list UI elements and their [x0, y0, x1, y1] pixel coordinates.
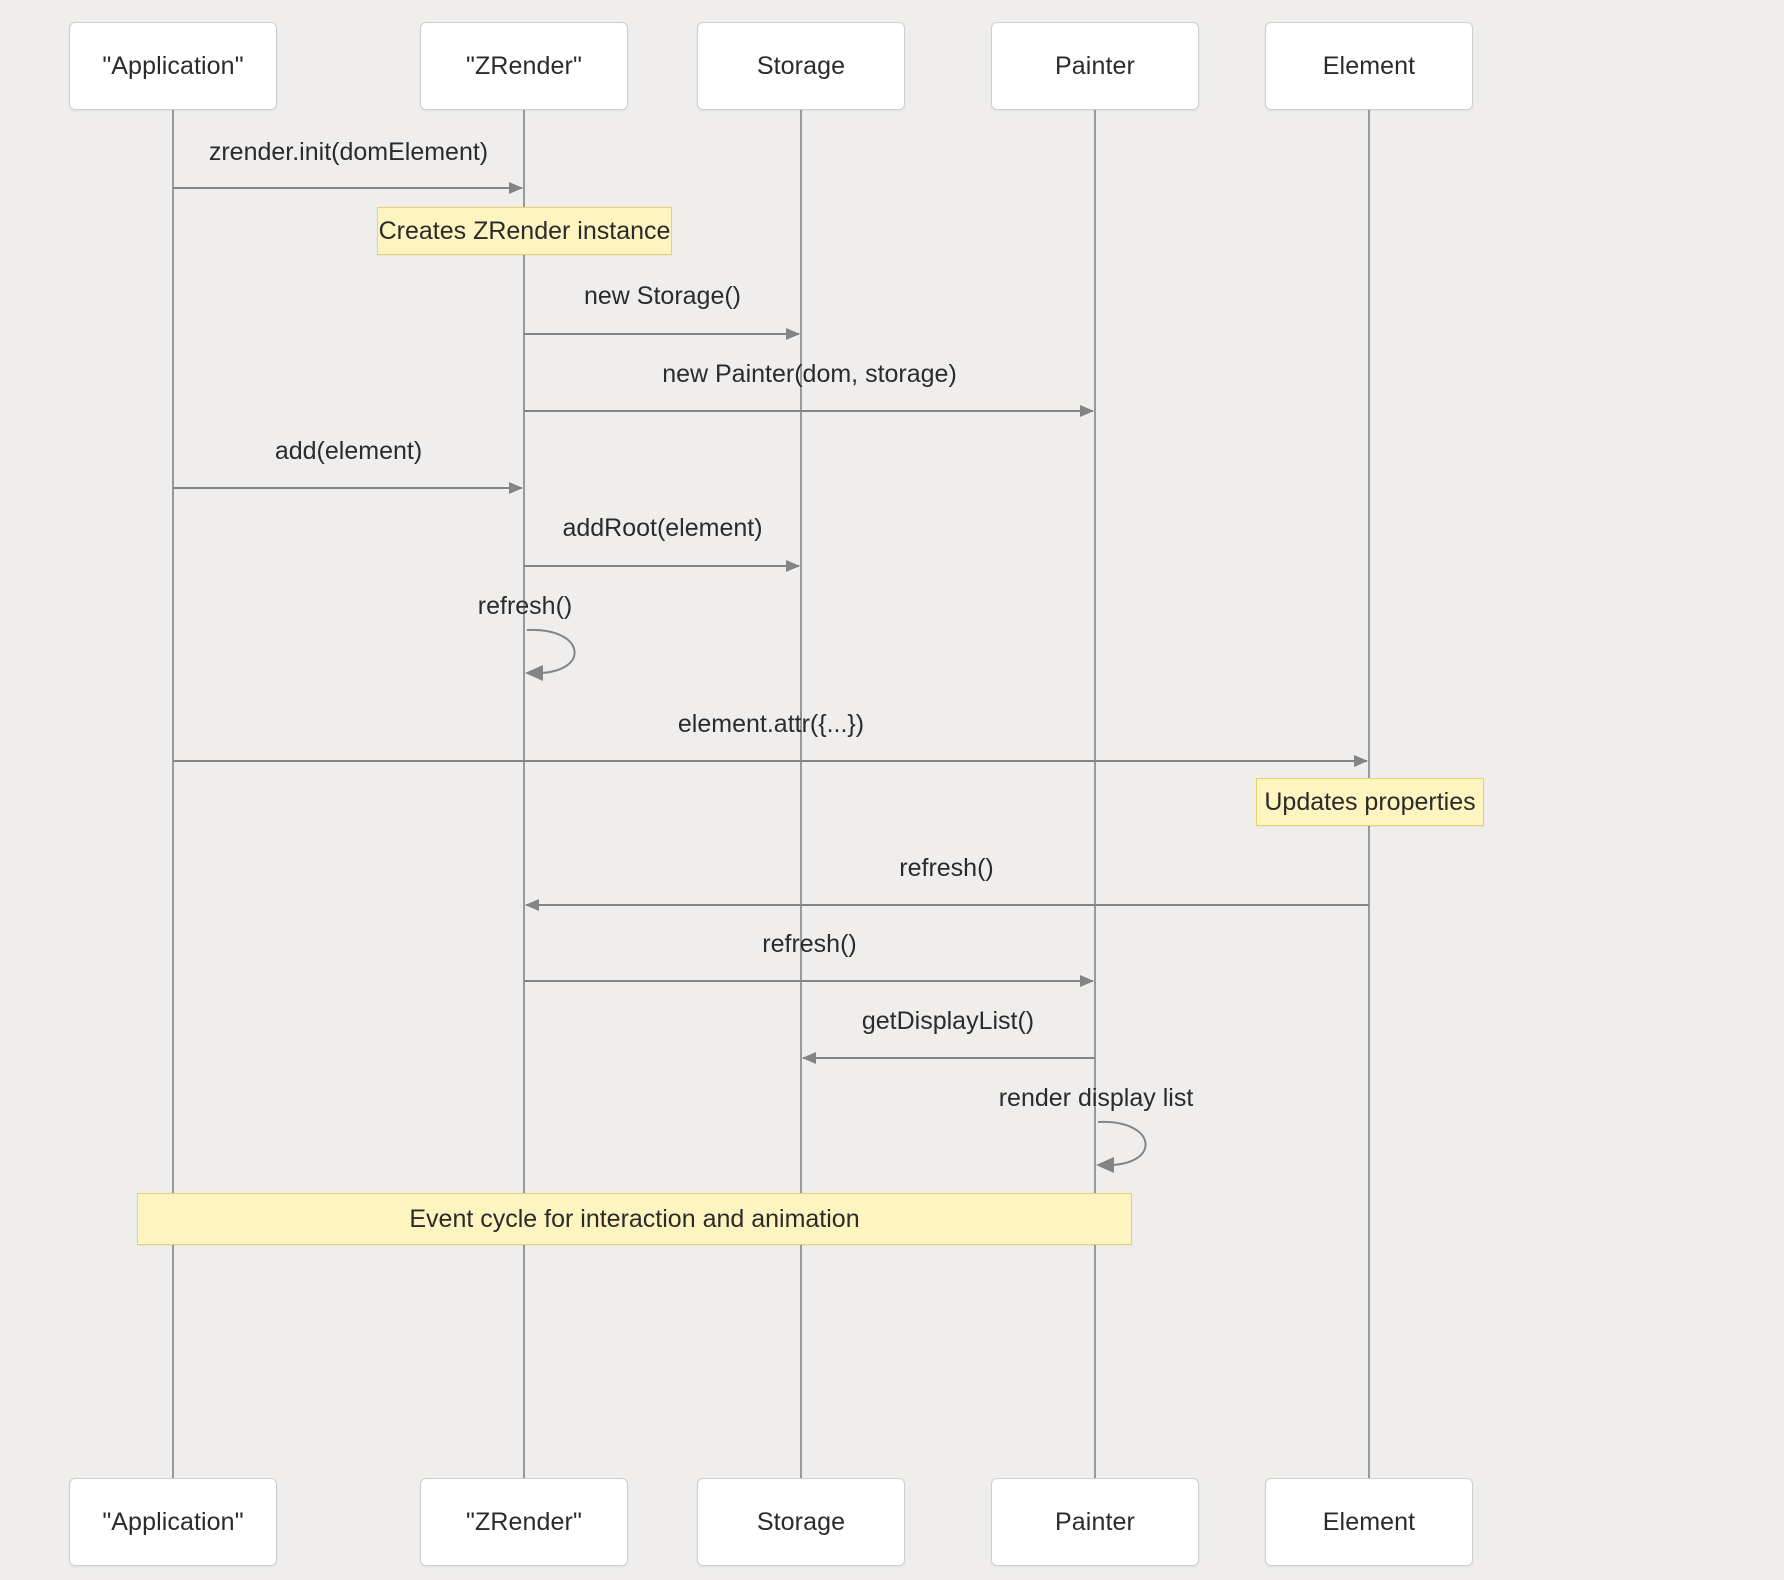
- participant-box-painter-header[interactable]: Painter: [991, 22, 1199, 110]
- participant-label-element: Element: [1322, 51, 1416, 80]
- participant-label-application: "Application": [102, 1507, 244, 1536]
- message-label-m8: refresh(): [899, 854, 994, 882]
- participant-label-application: "Application": [102, 51, 244, 80]
- message-label-m2: new Storage(): [583, 282, 742, 310]
- lifelines-group: [172, 110, 1370, 1478]
- participant-label-zrender: "ZRender": [466, 51, 582, 80]
- participant-box-element-footer[interactable]: Element: [1265, 1478, 1473, 1566]
- arrowhead: [525, 665, 543, 681]
- participant-box-element-header[interactable]: Element: [1265, 22, 1473, 110]
- participant-label-painter: Painter: [1055, 51, 1135, 80]
- arrowhead: [1096, 1157, 1114, 1173]
- participant-box-storage-header[interactable]: Storage: [697, 22, 905, 110]
- participant-box-application-footer[interactable]: "Application": [69, 1478, 277, 1566]
- message-label-m3: new Painter(dom, storage): [662, 360, 957, 388]
- self-message-m11: [1096, 1120, 1147, 1173]
- message-label-m6: refresh(): [477, 592, 573, 620]
- participant-box-zrender-header[interactable]: "ZRender": [420, 22, 628, 110]
- self-loop-path: [1097, 1120, 1147, 1167]
- note-n2: Updates properties: [1256, 778, 1484, 826]
- message-label-m5: addRoot(element): [562, 514, 763, 542]
- participant-box-storage-footer[interactable]: Storage: [697, 1478, 905, 1566]
- participant-box-painter-footer[interactable]: Painter: [991, 1478, 1199, 1566]
- message-label-m1: zrender.init(domElement): [208, 138, 489, 166]
- participant-label-storage: Storage: [756, 51, 846, 80]
- note-n1: Creates ZRender instance: [377, 207, 672, 255]
- message-label-m10: getDisplayList(): [861, 1007, 1035, 1035]
- message-label-m9: refresh(): [762, 930, 857, 958]
- participant-label-zrender: "ZRender": [466, 1507, 582, 1536]
- message-arrows-group: [173, 182, 1369, 1173]
- note-label-n3: Event cycle for interaction and animatio…: [409, 1204, 860, 1233]
- participant-label-storage: Storage: [756, 1507, 846, 1536]
- note-label-n1: Creates ZRender instance: [378, 216, 671, 245]
- note-n3: Event cycle for interaction and animatio…: [137, 1193, 1132, 1245]
- message-label-m4: add(element): [274, 437, 423, 465]
- participant-label-element: Element: [1322, 1507, 1416, 1536]
- participant-box-zrender-footer[interactable]: "ZRender": [420, 1478, 628, 1566]
- self-message-m6: [525, 628, 576, 681]
- participant-box-application-header[interactable]: "Application": [69, 22, 277, 110]
- self-loop-path: [526, 628, 576, 675]
- participant-label-painter: Painter: [1055, 1507, 1135, 1536]
- message-label-m11: render display list: [998, 1084, 1194, 1112]
- note-label-n2: Updates properties: [1264, 787, 1476, 816]
- message-label-m7: element.attr({...}): [677, 710, 865, 738]
